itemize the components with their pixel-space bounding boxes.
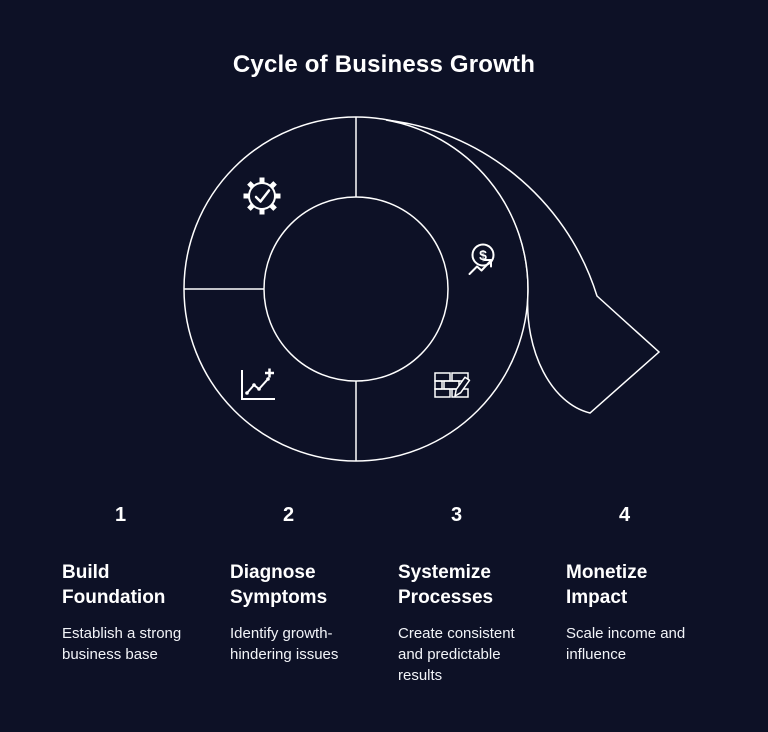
step-title: Diagnose Symptoms — [230, 562, 328, 608]
step-systemize-processes: 3 Systemize Processes Create consistent … — [398, 503, 566, 686]
step-monetize-impact: 4 Monetize Impact Scale income and influ… — [566, 503, 734, 686]
ring-group — [183, 116, 661, 462]
chart-plus-icon — [241, 368, 275, 400]
step-description: Establish a strong business base — [62, 625, 182, 663]
step-number: 1 — [114, 504, 127, 526]
dollar-symbol: $ — [479, 247, 487, 263]
page-title: Cycle of Business Growth — [232, 51, 536, 78]
step-number: 2 — [282, 504, 295, 526]
gear-checkmark-icon — [243, 177, 281, 215]
bricks-pencil-icon — [434, 372, 471, 398]
step-description: Scale income and influence — [566, 625, 686, 663]
step-title: Systemize Processes — [398, 562, 494, 608]
step-title: Build Foundation — [62, 562, 166, 608]
step-description: Create consistent and predictable result… — [398, 625, 515, 684]
step-number: 3 — [450, 504, 463, 526]
step-build-foundation: 1 Build Foundation Establish a strong bu… — [62, 503, 230, 686]
dollar-growth-icon: $ — [468, 243, 495, 275]
growth-exit-arrow — [385, 119, 661, 414]
step-title: Monetize Impact — [566, 562, 648, 608]
step-diagnose-symptoms: 2 Diagnose Symptoms Identify growth-hind… — [230, 503, 398, 686]
ring-inner-circle — [263, 196, 449, 382]
step-description: Identify growth-hindering issues — [230, 625, 339, 663]
steps-row: 1 Build Foundation Establish a strong bu… — [62, 503, 734, 686]
step-number: 4 — [618, 504, 631, 526]
